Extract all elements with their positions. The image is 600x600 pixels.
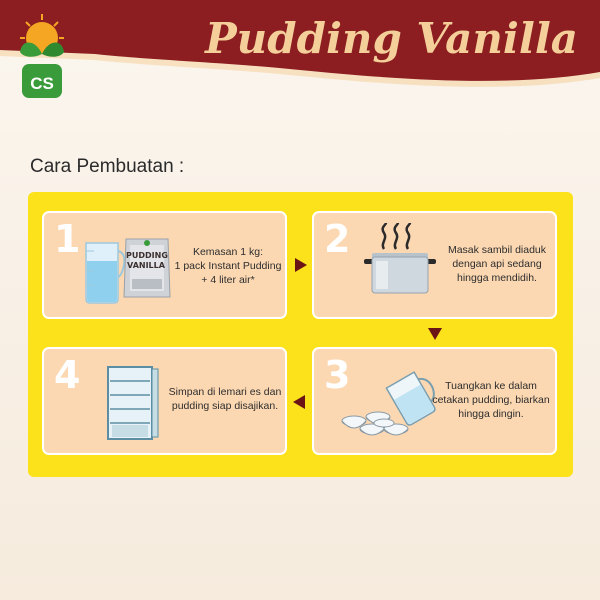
pitcher-and-cups-icon	[341, 371, 436, 436]
step-line: Kemasan 1 kg:	[192, 246, 264, 258]
step-line: Tuangkan ke dalam	[445, 380, 537, 392]
arrow-down-icon	[428, 328, 442, 340]
step-description: Simpan di lemari es dan pudding siap dis…	[164, 385, 286, 413]
header-banner	[0, 0, 600, 87]
step-line: hingga mendidih.	[457, 272, 537, 284]
steaming-pot-icon	[364, 222, 436, 294]
step-card-1: 1 PUDDING VANILLA Kemasan 1 kg: 1 pack I…	[42, 211, 287, 319]
arrow-left-icon	[293, 395, 305, 409]
step-number: 4	[54, 353, 81, 397]
step-description: Masak sambil diaduk dengan api sedang hi…	[440, 243, 554, 285]
step-line: dengan api sedang	[452, 258, 542, 270]
refrigerator-icon	[107, 366, 159, 440]
step-line: 1 pack Instant Pudding	[174, 260, 282, 272]
section-heading: Cara Pembuatan :	[30, 156, 185, 177]
step-line: + 4 liter air*	[201, 274, 255, 286]
step-line: cetakan pudding, biarkan	[432, 394, 550, 406]
step-card-3: 3 Tuangkan ke dalam cetakan pudding, bia…	[312, 347, 557, 455]
step-card-4: 4 Simpan di lemari es dan pudding siap d…	[42, 347, 287, 455]
step-line: pudding siap disajikan.	[171, 400, 279, 412]
step-description: Tuangkan ke dalam cetakan pudding, biark…	[424, 379, 558, 421]
package-label: PUDDING VANILLA	[126, 251, 168, 270]
step-number: 1	[54, 217, 81, 261]
arrow-right-icon	[295, 258, 307, 272]
step-number: 3	[324, 353, 351, 397]
brand-logo	[20, 14, 64, 98]
step-card-2: 2 Masak sambil diaduk dengan api sedang …	[312, 211, 557, 319]
step-line: hingga dingin.	[458, 408, 524, 420]
page-title: Pudding Vanilla	[205, 14, 578, 63]
measuring-jug-and-pack-icon	[85, 238, 171, 304]
step-line: Masak sambil diaduk	[447, 244, 547, 256]
step-description: Kemasan 1 kg: 1 pack Instant Pudding + 4…	[172, 245, 284, 287]
step-number: 2	[324, 217, 351, 261]
step-line: Simpan di lemari es dan	[168, 386, 282, 398]
logo-text: CS	[30, 74, 54, 93]
